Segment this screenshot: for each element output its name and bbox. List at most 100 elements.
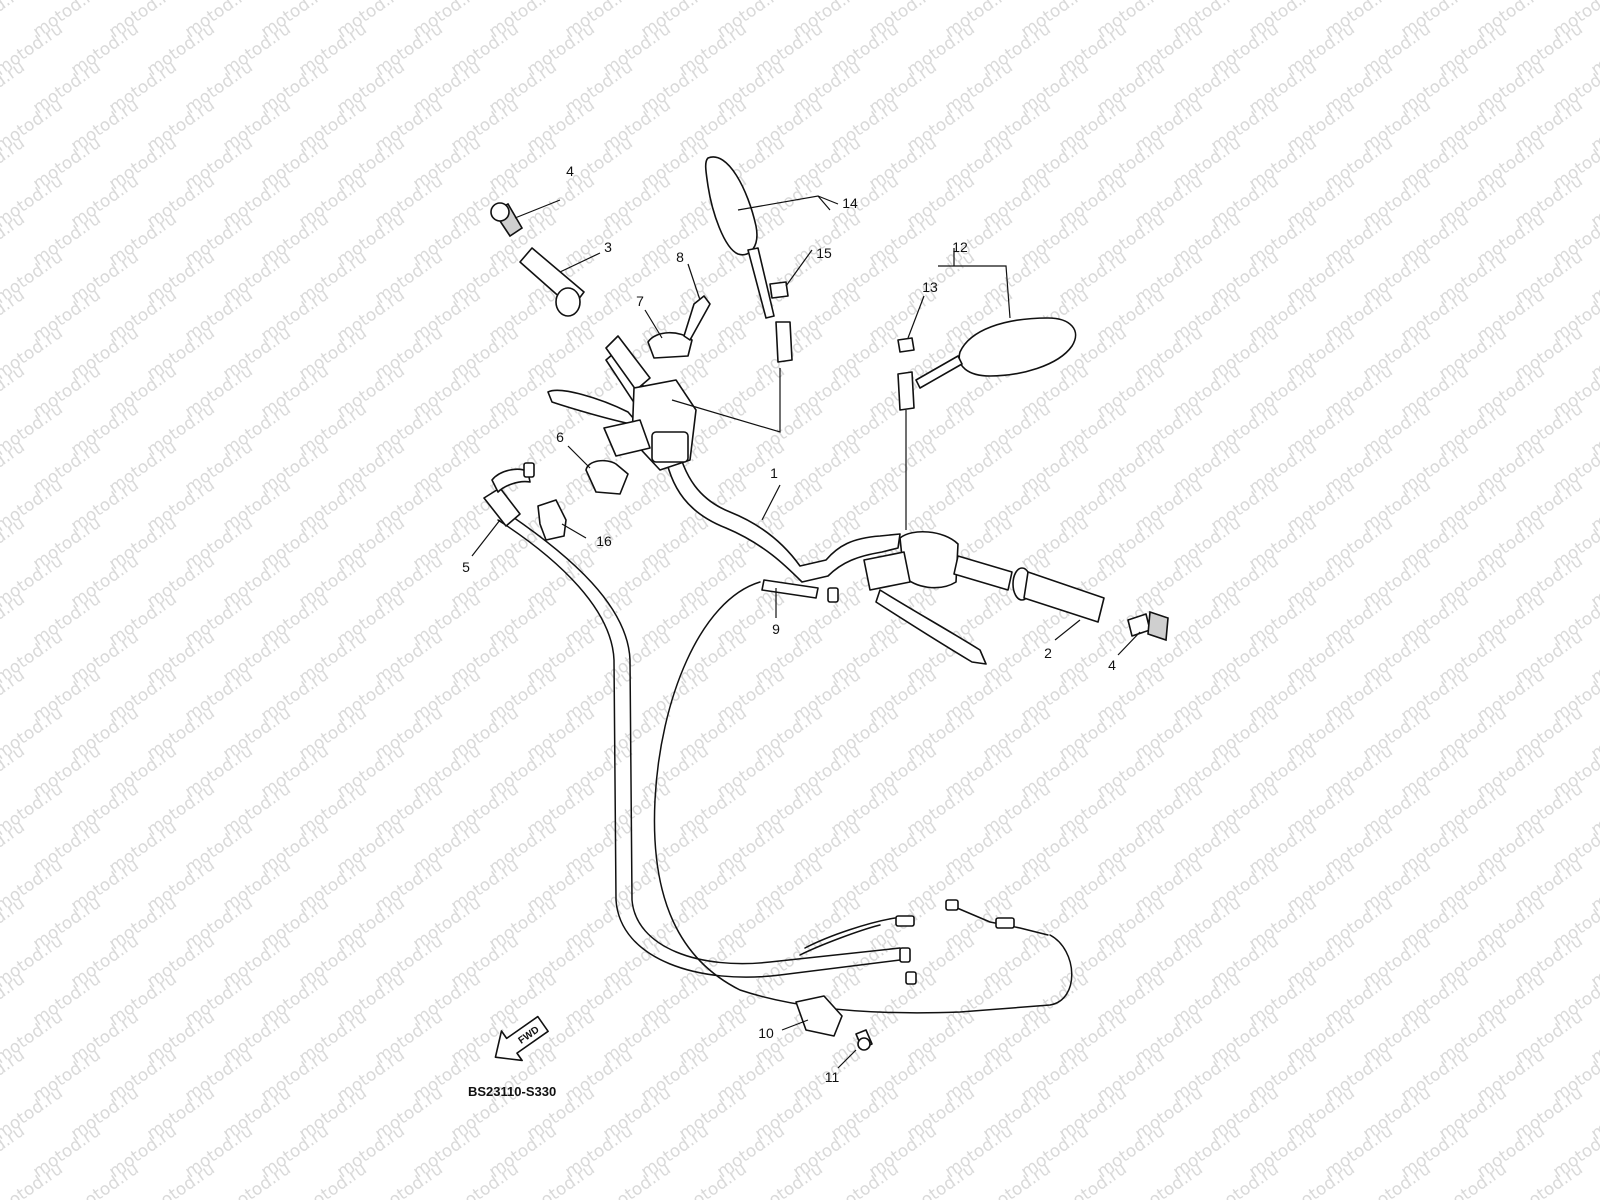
leader-16 — [561, 523, 587, 539]
clamp-7 — [647, 331, 693, 359]
callout-9: 9 — [772, 621, 780, 637]
left-cable-fittings — [483, 462, 567, 541]
watermark-text: motod.ru — [0, 285, 29, 346]
right-mirror-assembly — [897, 317, 1077, 530]
watermark-text: motod.ru — [0, 741, 29, 802]
fitting-b — [899, 947, 911, 963]
watermark-text: motod.ru — [0, 133, 29, 194]
cable-9 — [761, 579, 839, 603]
drawing-code: BS23110-S330 — [468, 1084, 556, 1099]
callout-11: 11 — [825, 1069, 840, 1085]
callout-3: 3 — [604, 239, 612, 255]
bolt-8 — [683, 295, 711, 341]
right-grip-assembly — [953, 555, 1169, 642]
watermark-text: motod.ru — [0, 437, 29, 498]
fitting-c — [905, 971, 917, 985]
leader-lines — [471, 195, 1141, 1069]
forward-arrow-shape — [494, 1015, 549, 1062]
left-grip-flange — [555, 287, 581, 317]
callout-13: 13 — [922, 279, 938, 295]
leader-11 — [837, 1049, 857, 1069]
leader-4b — [1117, 631, 1141, 656]
brake-lever — [875, 589, 987, 665]
leader-1 — [761, 484, 781, 521]
holder-16 — [537, 499, 567, 541]
leader-6 — [567, 445, 591, 469]
watermark-text: motod.ru — [0, 893, 29, 954]
callout-14: 14 — [842, 195, 858, 211]
cable-9-end — [827, 587, 839, 603]
watermark-text: motod.ru — [0, 665, 29, 726]
left-mirror-stay — [747, 247, 775, 319]
callout-16: 16 — [596, 533, 612, 549]
callout-1: 1 — [770, 465, 778, 481]
leader-5 — [471, 519, 501, 557]
throttle-cable-c — [804, 917, 896, 949]
watermark-text: motod.ru — [1587, 1159, 1600, 1200]
right-lever-assembly — [863, 530, 987, 665]
left-mirror-assembly — [704, 156, 793, 363]
callout-5: 5 — [462, 559, 470, 575]
leader-3 — [559, 252, 601, 273]
callout-4-left: 4 — [566, 163, 574, 179]
callout-7: 7 — [636, 293, 644, 309]
fitting-d — [945, 899, 959, 911]
callout-8: 8 — [676, 249, 684, 265]
cable-bundle — [497, 514, 1073, 1014]
watermark-text: motod.ru — [0, 589, 29, 650]
callout-4-right: 4 — [1108, 657, 1116, 673]
clutch-cable-inner — [509, 514, 901, 965]
leader-15 — [785, 249, 813, 287]
leader-13 — [907, 295, 925, 339]
cable-9-sleeve — [761, 579, 819, 599]
watermark-text: motod.ru — [0, 1121, 29, 1182]
throttle-cable-b — [799, 924, 881, 956]
fitting-e — [995, 917, 1015, 929]
clamp-10 — [795, 995, 843, 1037]
handlebar-tube — [605, 347, 901, 583]
watermark-text: motod.ru — [0, 969, 29, 1030]
leader-7 — [644, 309, 663, 339]
right-bar-end — [1147, 610, 1169, 642]
left-mirror-adapter — [775, 321, 793, 363]
leader-2 — [1054, 619, 1081, 641]
callout-labels: 1 2 3 4 4 5 6 7 8 9 10 11 12 13 14 15 16 — [462, 163, 1116, 1085]
perch-bracket — [603, 419, 651, 457]
watermark-text: motod.ru — [0, 513, 29, 574]
cable-elbow — [491, 468, 531, 493]
left-grip-assembly — [490, 202, 651, 391]
cable-end-fittings — [895, 899, 1015, 985]
watermark-text: motod.ru — [0, 361, 29, 422]
leader-mirror-stay — [671, 368, 781, 433]
leader-8 — [687, 263, 701, 301]
callout-6: 6 — [556, 429, 564, 445]
right-grip — [1023, 571, 1105, 623]
right-mirror-stay — [915, 355, 963, 389]
leader-4a — [514, 199, 561, 219]
left-bar-end-cap — [490, 202, 510, 222]
watermark-text: motod.ru — [0, 0, 29, 42]
callout-12: 12 — [952, 239, 968, 255]
watermark-text: motod.ru — [0, 57, 29, 118]
watermark-text: motod.ru — [0, 1045, 29, 1106]
watermark-text: motod.ru — [0, 1197, 29, 1200]
watermark-text: motod.ru — [0, 209, 29, 270]
cable-adjuster-5 — [483, 487, 521, 527]
forward-arrow: FWD — [494, 1015, 549, 1062]
throttle-tube — [953, 555, 1013, 591]
callout-2: 2 — [1044, 645, 1052, 661]
nut-15 — [769, 281, 789, 299]
leader-10 — [781, 1019, 809, 1031]
bottom-clamp — [795, 995, 873, 1051]
right-brake-perch — [863, 551, 911, 591]
nut-13 — [897, 337, 915, 353]
handlebar — [605, 347, 901, 583]
callout-10: 10 — [758, 1025, 774, 1041]
right-mirror-adapter — [897, 371, 915, 411]
screw-11-head — [857, 1037, 871, 1051]
throttle-cable-a — [653, 581, 1073, 1014]
watermark-text: motod.ru — [0, 817, 29, 878]
